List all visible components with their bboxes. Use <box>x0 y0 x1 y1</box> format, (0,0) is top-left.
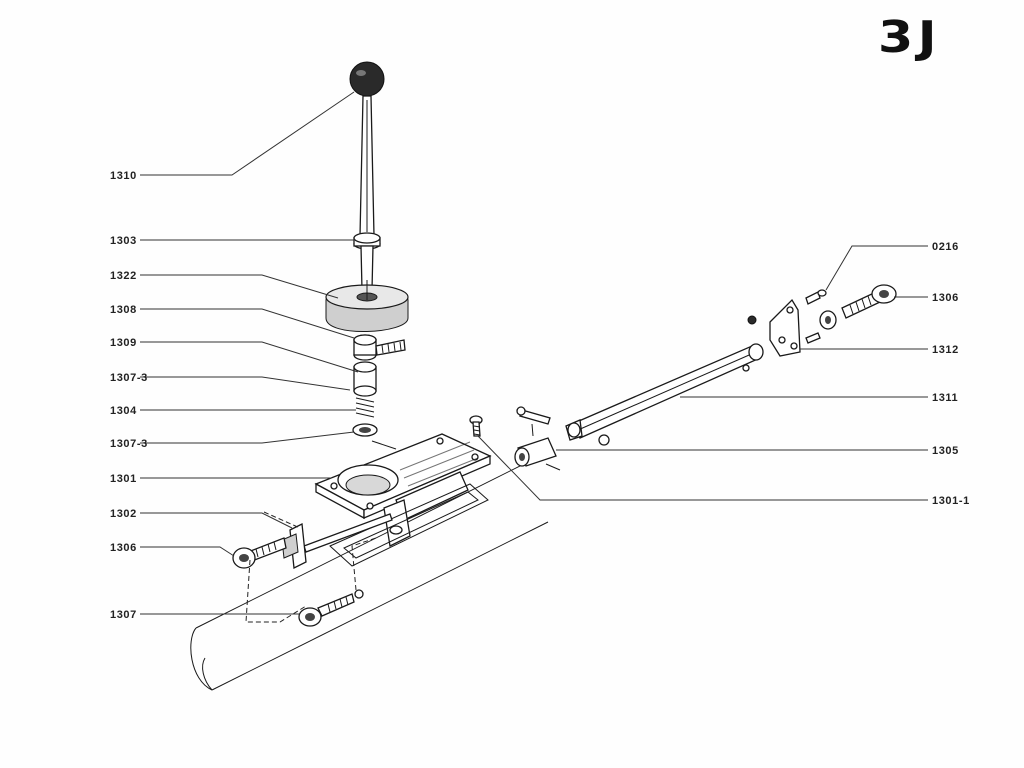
mount-screw <box>469 415 483 437</box>
rubber-boot <box>325 280 409 333</box>
mount-bracket <box>747 298 837 357</box>
part-labels: 1310 1303 1322 1308 1309 1307-3 1304 130… <box>110 170 970 621</box>
bushing-stack <box>352 361 397 450</box>
label-1301: 1301 <box>110 473 137 485</box>
shift-housing <box>314 433 492 567</box>
label-1306-left: 1306 <box>110 542 137 554</box>
label-0216: 0216 <box>932 241 959 253</box>
leader-lines <box>140 91 928 615</box>
label-1306-right: 1306 <box>932 292 959 304</box>
label-1301-1: 1301-1 <box>932 495 970 507</box>
label-1307-3-lower: 1307-3 <box>110 438 148 450</box>
rod-end-left <box>232 537 287 569</box>
label-1305: 1305 <box>932 445 959 457</box>
ball-joint-assembly <box>353 334 406 361</box>
long-shift-rod <box>565 343 764 446</box>
page-code: 3J <box>878 12 942 63</box>
label-1322: 1322 <box>110 270 137 282</box>
label-1303: 1303 <box>110 235 137 247</box>
rod-end-lower <box>298 589 364 627</box>
coupling <box>514 406 561 471</box>
label-1308: 1308 <box>110 304 137 316</box>
label-1311: 1311 <box>932 392 958 404</box>
rod-end-right <box>805 284 897 319</box>
lever-collar <box>353 232 381 291</box>
label-1312: 1312 <box>932 344 959 356</box>
shift-lever <box>349 61 385 237</box>
label-1304: 1304 <box>110 405 137 417</box>
label-1310: 1310 <box>110 170 137 182</box>
label-1309: 1309 <box>110 337 137 349</box>
chassis-tube <box>190 451 549 691</box>
label-1307: 1307 <box>110 609 137 621</box>
selector-rod <box>281 513 393 570</box>
label-1302: 1302 <box>110 508 137 520</box>
label-1307-3-upper: 1307-3 <box>110 372 148 384</box>
